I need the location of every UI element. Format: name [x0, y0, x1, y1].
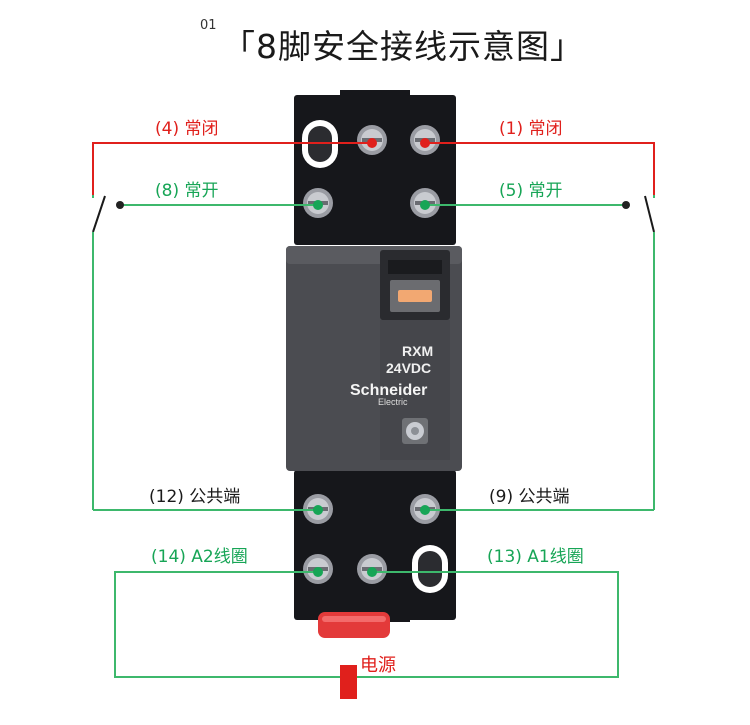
device-model: RXM: [402, 343, 433, 359]
switch-right: [622, 195, 655, 510]
label-com-9: (9) 公共端: [489, 487, 570, 507]
wire-coil: [114, 571, 340, 678]
label-no-8: (8) 常开: [155, 181, 219, 201]
label-a1-coil: (13) A1线圈: [487, 547, 584, 567]
device-voltage: 24VDC: [386, 360, 431, 376]
relay-body: [286, 246, 462, 471]
label-a2-coil: (14) A2线圈: [151, 547, 248, 567]
terminal-screws: [303, 125, 440, 584]
switch-left: [92, 195, 124, 510]
title-text: 「8脚安全接线示意图」: [222, 27, 584, 66]
power-source-marker: [340, 665, 357, 699]
title-number: 01: [200, 18, 217, 33]
diagram-title: 01 「8脚安全接线示意图」: [0, 8, 750, 68]
label-nc-4: (4) 常闭: [155, 119, 219, 139]
label-nc-1: (1) 常闭: [499, 119, 563, 139]
wire-nc-red: [92, 142, 372, 195]
label-power: 电源: [360, 655, 396, 676]
terminal-dots: [313, 138, 430, 577]
label-com-12: (12) 公共端: [149, 487, 241, 507]
label-no-5: (5) 常开: [499, 181, 563, 201]
test-button: [402, 418, 428, 444]
device-brand-sub: Electric: [378, 397, 408, 407]
device-brand: Schneider: [350, 382, 427, 399]
